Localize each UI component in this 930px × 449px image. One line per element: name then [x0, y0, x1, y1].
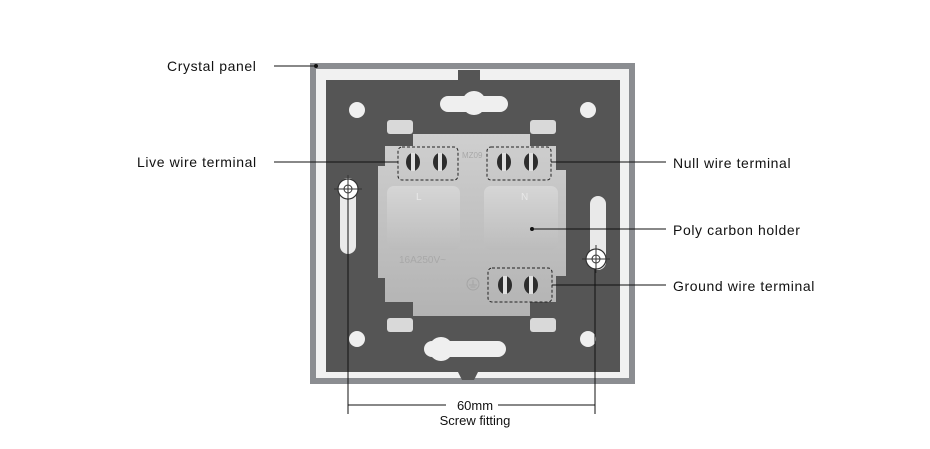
right-screw-hole — [582, 245, 610, 273]
code-mark: MZ09 — [462, 151, 483, 160]
crystal-panel-label: Crystal panel — [167, 58, 257, 74]
corner-hole — [349, 331, 365, 347]
live-terminal-screws — [397, 146, 459, 181]
clip — [387, 318, 413, 332]
ground-symbol-icon — [466, 277, 480, 291]
neutral-mark: N — [521, 192, 528, 203]
clip — [530, 120, 556, 134]
clip — [530, 318, 556, 332]
neutral-block — [484, 186, 558, 250]
null-wire-terminal-label: Null wire terminal — [673, 155, 792, 171]
poly-carbon-holder-label: Poly carbon holder — [673, 222, 801, 238]
live-block — [387, 186, 460, 250]
corner-hole — [580, 102, 596, 118]
rating-mark: 16A250V~ — [399, 255, 446, 266]
dimension-value: 60mm — [456, 398, 494, 413]
dimension-caption: Screw fitting — [439, 413, 511, 428]
live-mark: L — [416, 192, 422, 203]
corner-hole — [349, 102, 365, 118]
clip — [387, 120, 413, 134]
corner-hole — [580, 331, 596, 347]
ground-wire-terminal-label: Ground wire terminal — [673, 278, 815, 294]
live-wire-terminal-label: Live wire terminal — [137, 154, 257, 170]
null-terminal-screws — [486, 146, 552, 181]
